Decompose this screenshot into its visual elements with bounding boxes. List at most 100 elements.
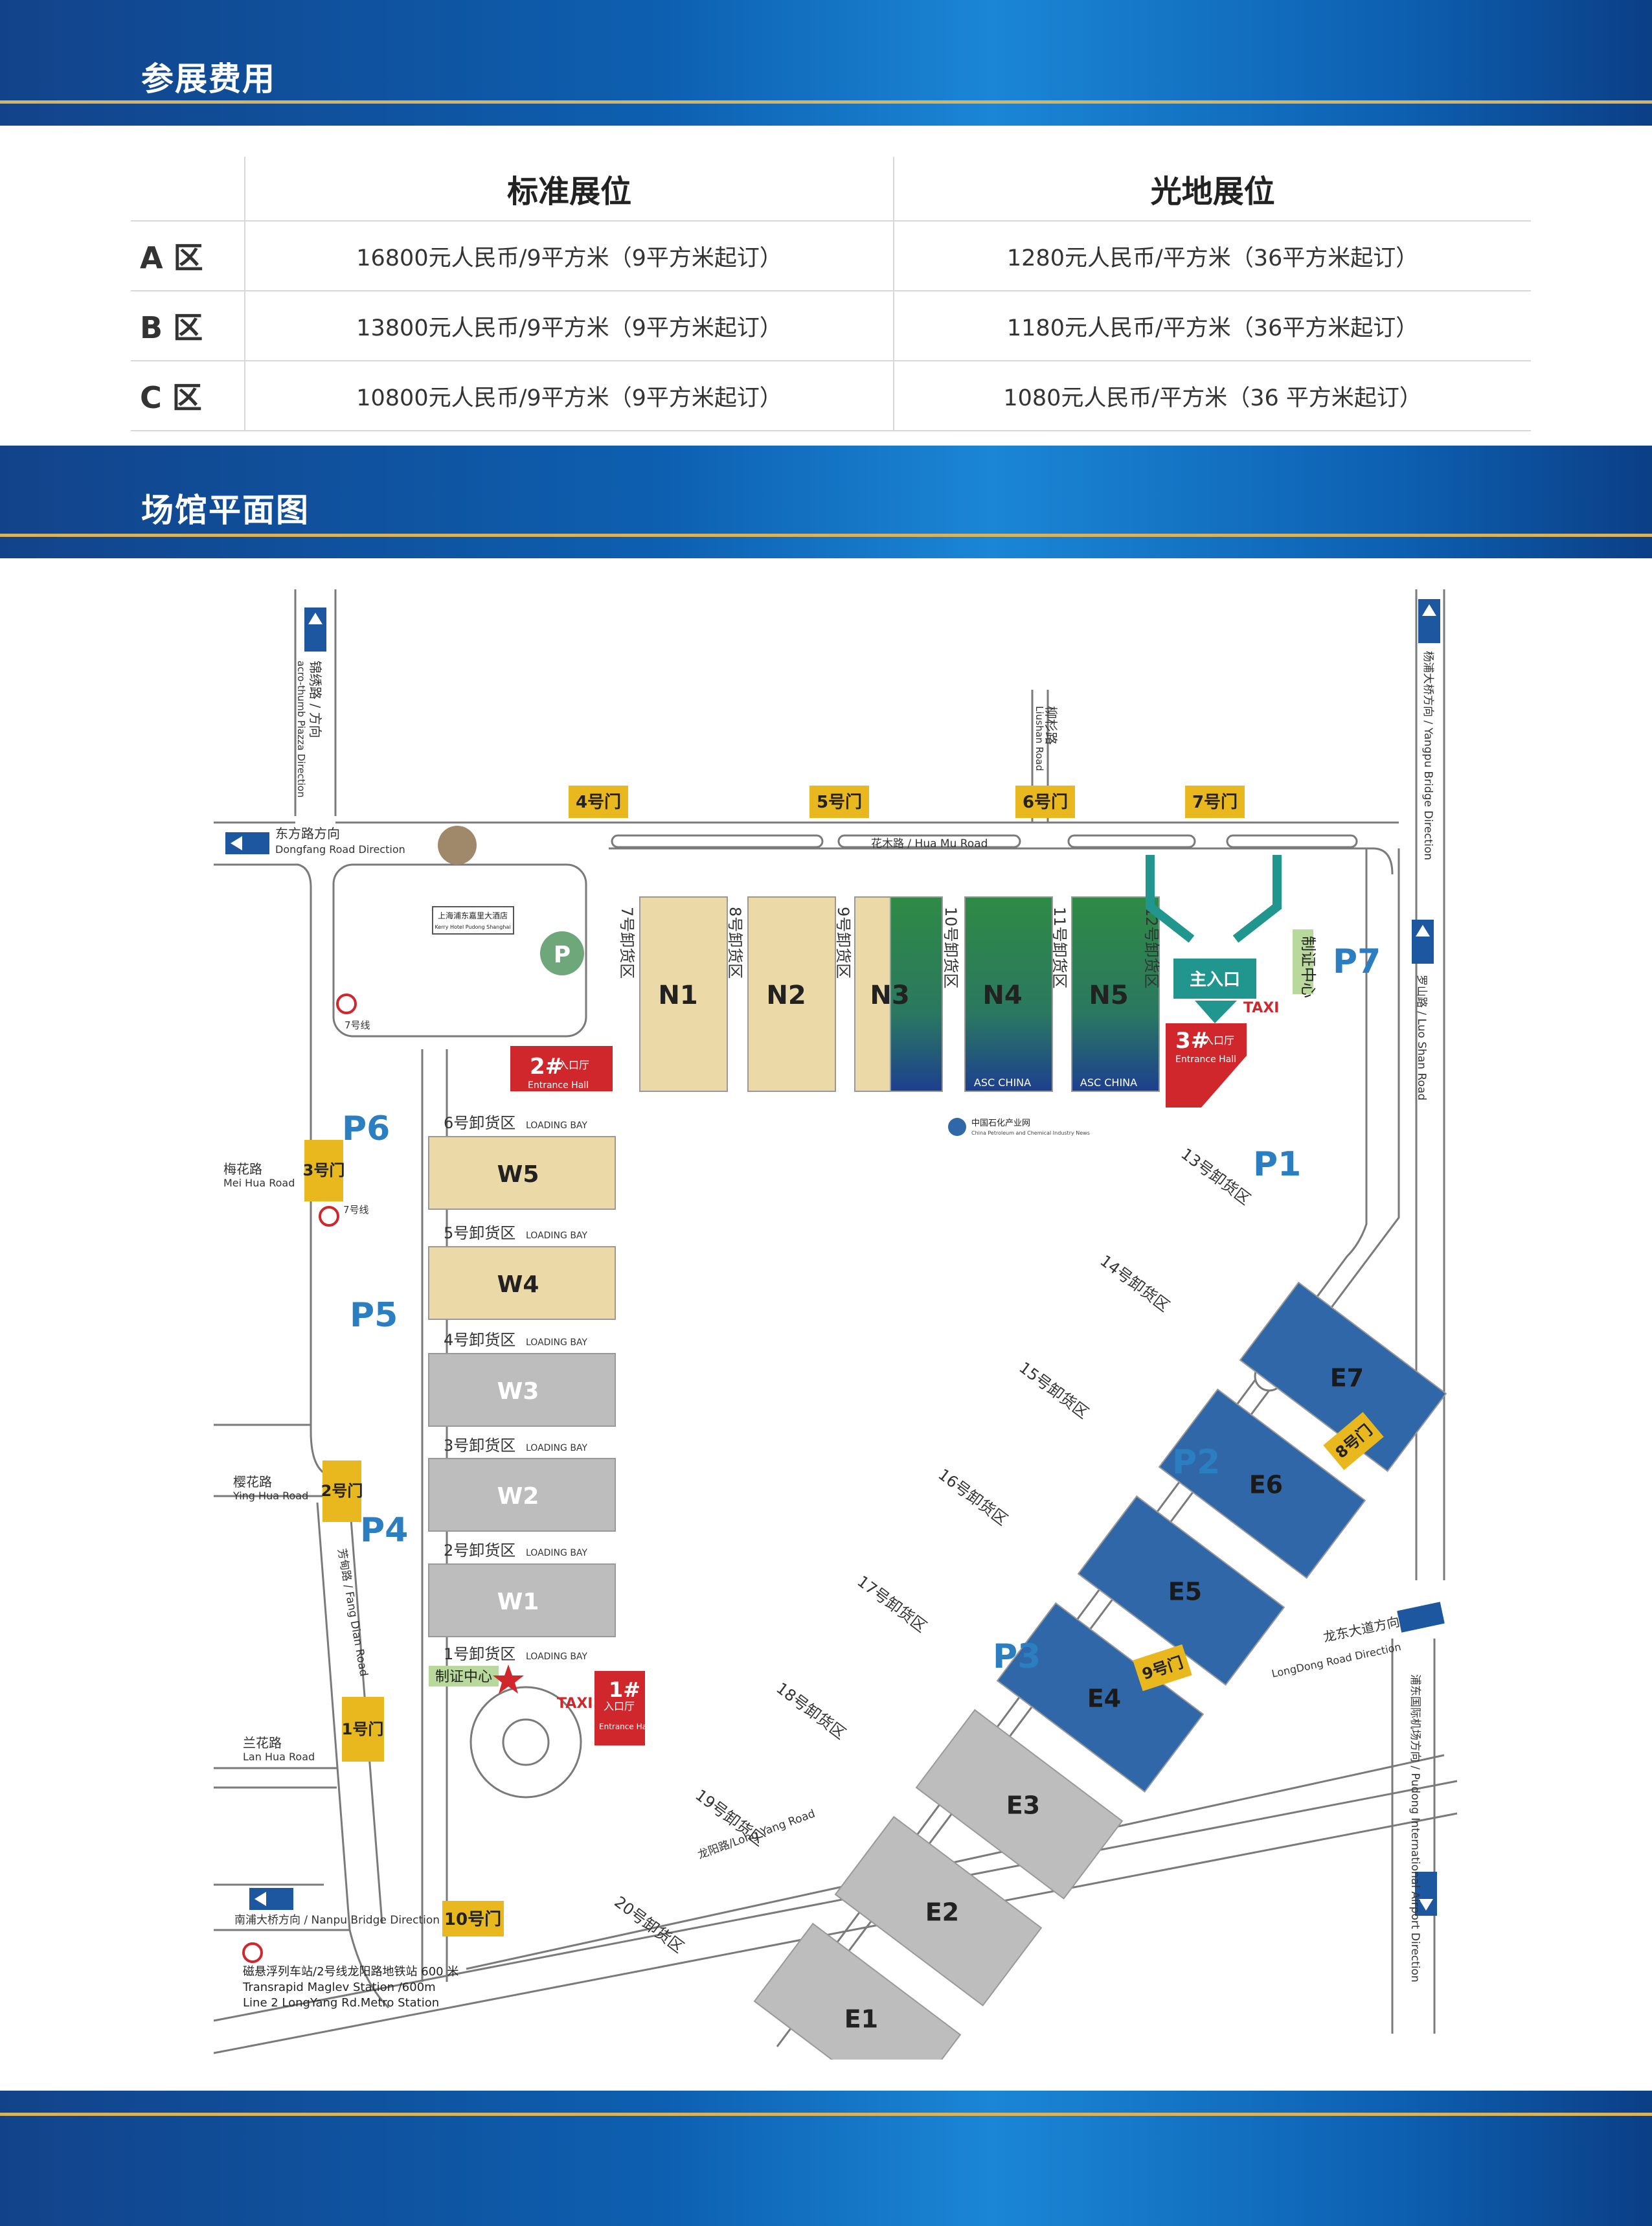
hall-e1	[753, 1922, 962, 2060]
parking-p2: P2	[1172, 1443, 1220, 1482]
hall-n2	[747, 896, 836, 1092]
east-halls: E1 E2 E3 E4 E5 E6 E7	[753, 1281, 1447, 2060]
road-label: acro-thumb Piazza Direction	[295, 661, 307, 798]
parking-p3: P3	[993, 1637, 1041, 1676]
hall-w1	[428, 1563, 616, 1637]
loading-bay-label: 13号卸货区	[1177, 1144, 1254, 1209]
hall-label: W2	[497, 1483, 539, 1510]
hall-label: E3	[1006, 1791, 1040, 1819]
parking-labels: P1 P2 P3 P4 P5 P6 P7	[342, 942, 1381, 1676]
hall-label: E6	[1249, 1470, 1283, 1499]
taxi-label: TAXI	[1243, 1000, 1279, 1016]
gate-label: 6号门	[1023, 793, 1068, 812]
entrance-hall-en: Entrance Hall	[528, 1080, 589, 1091]
entrance-hall-1[interactable]: 1# 入口厅 Entrance Hall	[594, 1671, 651, 1745]
fee-section-title: 参展费用	[141, 60, 276, 98]
fee-row: C 区 10800元人民币/9平方米（9平方米起订） 1080元人民币/平方米（…	[131, 361, 1531, 431]
hall-n1	[639, 896, 728, 1092]
hall-w4	[428, 1246, 616, 1320]
fee-header-band: 参展费用	[0, 0, 1652, 126]
parking-p6: P6	[342, 1109, 390, 1148]
metro-note-line: Transrapid Maglev Station /600m	[242, 1981, 436, 1994]
fee-table: 标准展位 光地展位 A 区 16800元人民币/9平方米（9平方米起订） 128…	[131, 157, 1531, 431]
road-label: LongDong Road Direction	[1271, 1641, 1402, 1680]
gate-label: 7号门	[1192, 793, 1238, 812]
svg-text:1#: 1#	[609, 1677, 640, 1702]
loading-bay-label: 4号卸货区	[444, 1331, 515, 1349]
metro-note-line: Line 2 LongYang Rd.Metro Station	[243, 1996, 439, 2010]
entrance-hall-cn: 入口厅	[604, 1700, 635, 1712]
map-header-band: 场馆平面图	[0, 446, 1652, 558]
gate-label: 1号门	[342, 1720, 384, 1738]
certification-center-label: 制证中心	[1299, 936, 1317, 998]
hall-label: E1	[844, 2005, 878, 2033]
sponsor-name-cn: 中国石化产业网	[971, 1119, 1030, 1128]
road-label: 锦绣路 / 方向	[308, 661, 323, 738]
fee-zone-header	[131, 157, 245, 221]
gate-4: 4号门	[569, 786, 628, 818]
hall-label: N1	[658, 981, 697, 1010]
hall-n3-west	[854, 896, 891, 1092]
metro-icon	[336, 994, 357, 1014]
metro-icon	[319, 1206, 339, 1227]
entrance-hall-2[interactable]: 2# 入口厅 Entrance Hall	[510, 1046, 613, 1091]
footer-band	[0, 2091, 1652, 2226]
hall-e7	[1239, 1281, 1447, 1472]
road-label: 花木路 / Hua Mu Road	[871, 837, 988, 850]
road-label: Liushan Road	[1034, 706, 1045, 771]
parking-p1: P1	[1253, 1145, 1301, 1184]
loading-bay-en: LOADING BAY	[526, 1652, 587, 1662]
hall-label: E5	[1168, 1577, 1202, 1606]
entrance-hall-cn: 入口厅	[1203, 1034, 1234, 1047]
asc-label: ASC CHINA	[974, 1076, 1031, 1089]
entrance-hall-3[interactable]: 3# 入口厅 Entrance Hall	[1166, 1023, 1247, 1107]
main-entrance[interactable]: 主入口	[1146, 855, 1282, 1023]
fee-standard-header: 标准展位	[243, 157, 894, 221]
road-label: Lan Hua Road	[243, 1751, 315, 1763]
loading-bay-label: 3号卸货区	[444, 1437, 515, 1455]
loading-bay-en: LOADING BAY	[526, 1120, 587, 1131]
fee-table-header-row: 标准展位 光地展位	[131, 157, 1531, 221]
fee-raw: 1080元人民币/平方米（36 平方米起订）	[893, 361, 1531, 431]
road-label: 龙东大道方向	[1322, 1613, 1401, 1644]
gate-2: 2号门	[321, 1460, 363, 1522]
loading-bay-label: 12号卸货区	[1142, 907, 1160, 989]
hall-e5	[1077, 1495, 1285, 1686]
hotel-sign	[432, 906, 514, 935]
certification-center-north	[1293, 929, 1313, 994]
road-labels: 锦绣路 / 方向 acro-thumb Piazza Direction 柳杉路…	[223, 651, 1434, 1982]
fee-zone: C 区	[131, 361, 245, 431]
road-label: Ying Hua Road	[232, 1490, 308, 1502]
gate-9: 9号门	[1133, 1644, 1192, 1692]
loading-bay-label: 6号卸货区	[444, 1114, 515, 1132]
parking-icon-glyph: P	[554, 942, 571, 968]
hotel-name-cn: 上海浦东嘉里大酒店	[438, 911, 508, 920]
gate-label: 3号门	[303, 1161, 345, 1179]
loading-bay-label: 17号卸货区	[854, 1572, 930, 1636]
fee-row: A 区 16800元人民币/9平方米（9平方米起订） 1280元人民币/平方米（…	[131, 221, 1531, 291]
loading-bay-label: 18号卸货区	[773, 1679, 849, 1743]
hall-label: W4	[497, 1271, 539, 1298]
hall-e4	[996, 1602, 1205, 1793]
loading-bay-en: LOADING BAY	[526, 1443, 587, 1453]
gate-markers[interactable]: 4号门 5号门 6号门 7号门 3号门 2号门 1号门 10号门 9号门 8号门	[303, 786, 1384, 1936]
hall-n4	[964, 896, 1053, 1092]
road-label: 杨浦大桥方向 / Yangpu Bridge Direction	[1421, 651, 1434, 860]
hall-label: W1	[497, 1589, 539, 1615]
svg-text:2#: 2#	[530, 1054, 563, 1080]
gate-5: 5号门	[809, 786, 869, 818]
hall-n3-east	[890, 896, 943, 1092]
road-medians	[470, 834, 1358, 1799]
entrance-hall-en: Entrance Hall	[599, 1722, 651, 1731]
north-halls: N1 N2 N3 N4 N5 ASC CHINA ASC CHINA	[639, 896, 1160, 1092]
loading-bay-label: 1号卸货区	[444, 1645, 515, 1663]
metro-line-label: 7号线	[343, 1204, 369, 1216]
certification-center-west	[429, 1666, 499, 1687]
fee-zone: A 区	[131, 221, 245, 291]
gate-7: 7号门	[1185, 786, 1245, 818]
asc-label: ASC CHINA	[1080, 1076, 1137, 1089]
hotel-name-en: Kerry Hotel Pudong Shanghai	[435, 924, 510, 930]
fee-zone: B 区	[131, 291, 245, 361]
gate-label: 2号门	[321, 1482, 363, 1500]
road-label: 南浦大桥方向 / Nanpu Bridge Direction	[234, 1914, 440, 1927]
